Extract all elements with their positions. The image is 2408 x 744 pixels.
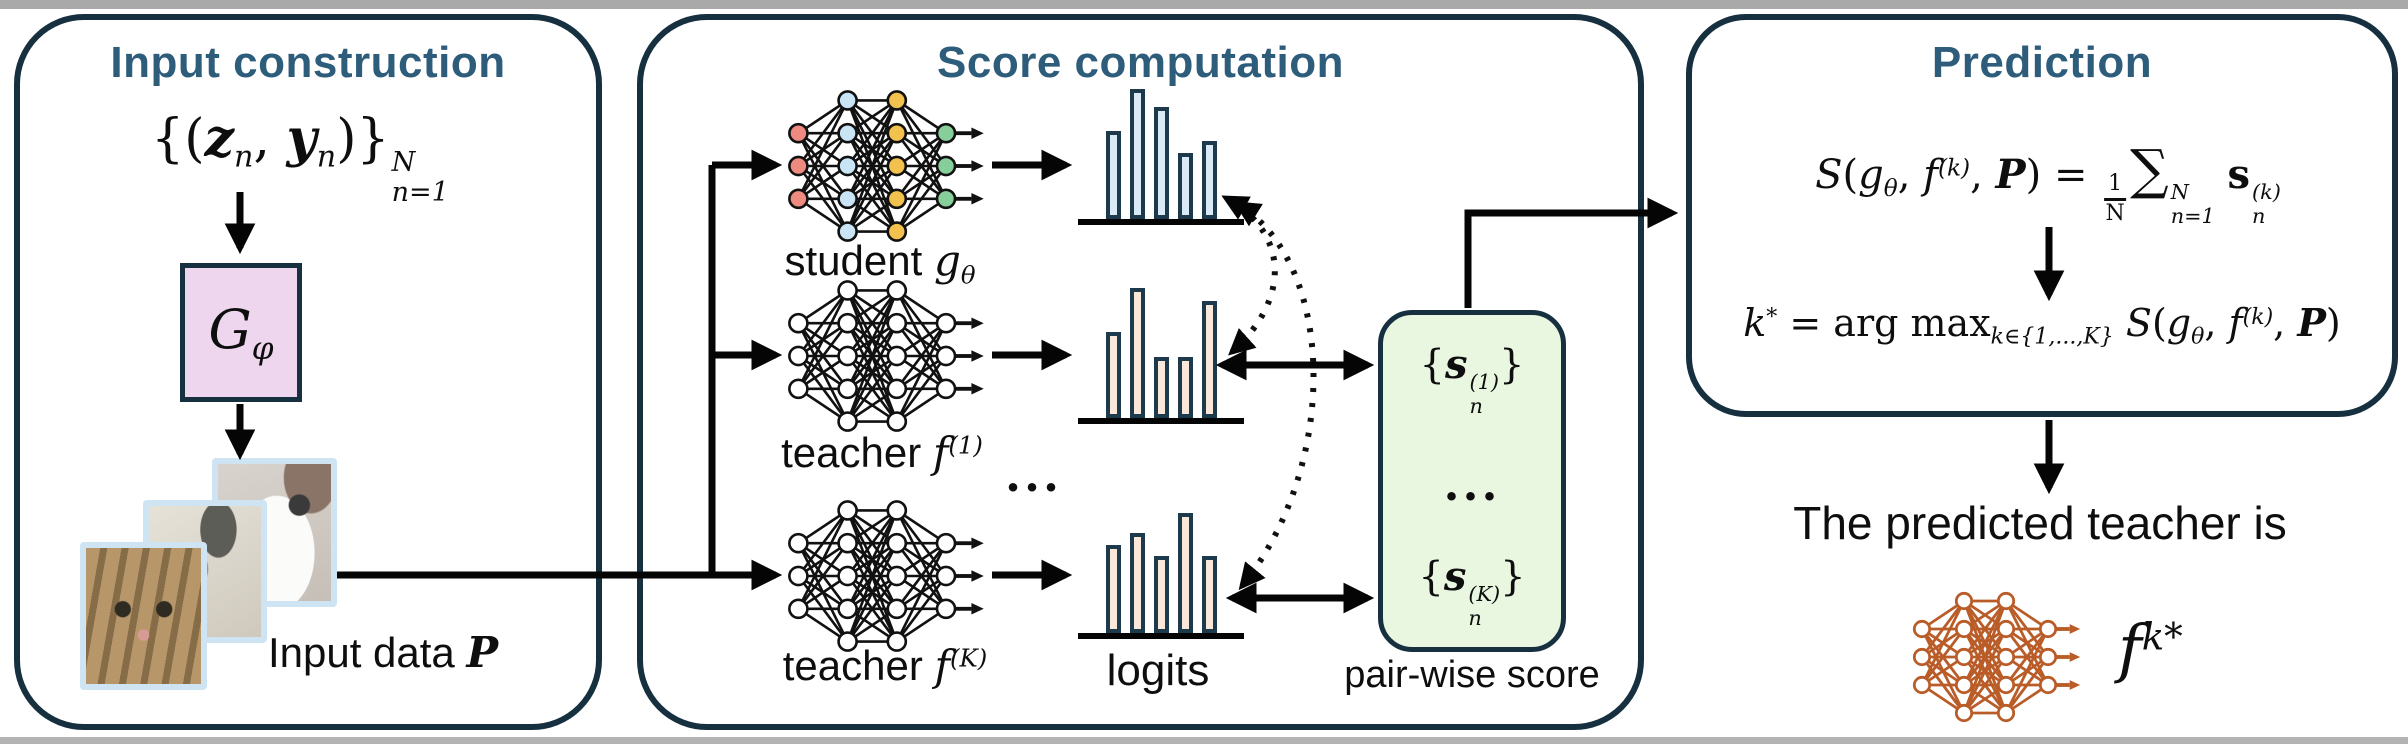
student-logits-bars bbox=[1078, 87, 1244, 219]
teacher1-network-icon bbox=[788, 280, 984, 432]
score-set-K: {s(K)n} bbox=[1418, 553, 1526, 630]
logit-bar bbox=[1105, 131, 1121, 219]
logit-bar bbox=[1201, 141, 1217, 219]
logit-bar bbox=[1105, 332, 1121, 418]
pairwise-score-box: {s(1)n} ... {s(K)n} bbox=[1378, 310, 1566, 652]
input-panel-title: Input construction bbox=[110, 38, 506, 87]
predicted-f-formula: fk* bbox=[2118, 612, 2183, 686]
teacherK-network-icon bbox=[788, 500, 984, 652]
logit-bar bbox=[1177, 153, 1193, 219]
logit-bar bbox=[1201, 556, 1217, 633]
teacherK-logits-chart bbox=[1078, 501, 1244, 639]
generator-formula: Gφ bbox=[208, 298, 274, 367]
logit-bar bbox=[1177, 513, 1193, 633]
top-gray-band bbox=[0, 0, 2408, 9]
logit-bar bbox=[1129, 89, 1145, 219]
student-logits-chart bbox=[1078, 87, 1244, 225]
predicted-network-icon bbox=[1912, 591, 2081, 723]
generator-box: Gφ bbox=[180, 263, 302, 402]
prediction-panel: Prediction bbox=[1686, 14, 2398, 417]
teacher1-chart-axis bbox=[1078, 418, 1244, 424]
teacher-ellipsis: ... bbox=[1005, 448, 1063, 502]
teacherK-chart-axis bbox=[1078, 633, 1244, 639]
bottom-gray-band bbox=[0, 737, 2408, 744]
logit-bar bbox=[1129, 288, 1145, 418]
logit-bar bbox=[1153, 556, 1169, 633]
score-set-1: {s(1)n} bbox=[1419, 341, 1525, 418]
logit-bar bbox=[1201, 301, 1217, 418]
score-set-ellipsis: ... bbox=[1443, 457, 1501, 511]
logit-bar bbox=[1153, 357, 1169, 418]
student-network-icon bbox=[788, 90, 984, 242]
student-chart-axis bbox=[1078, 219, 1244, 225]
score-panel-title: Score computation bbox=[937, 38, 1344, 87]
teacher1-logits-bars bbox=[1078, 286, 1244, 418]
teacherK-logits-bars bbox=[1078, 501, 1244, 633]
teacher1-logits-chart bbox=[1078, 286, 1244, 424]
logit-bar bbox=[1177, 357, 1193, 418]
prediction-panel-title: Prediction bbox=[1931, 38, 2153, 87]
logit-bar bbox=[1105, 545, 1121, 633]
logit-bar bbox=[1129, 533, 1145, 633]
logit-bar bbox=[1153, 107, 1169, 219]
sample-image-cat-1 bbox=[80, 542, 207, 690]
